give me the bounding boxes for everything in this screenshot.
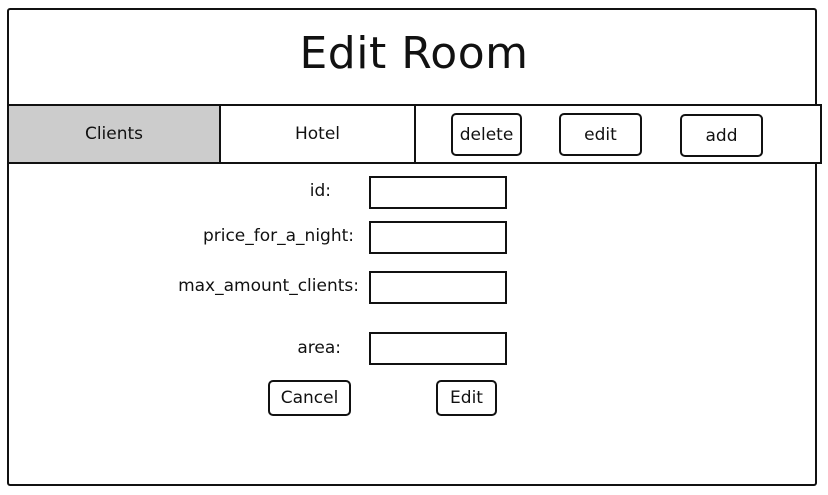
tab-clients-label: Clients: [84, 124, 144, 144]
delete-button-label: delete: [459, 124, 514, 145]
submit-edit-button[interactable]: Edit: [436, 380, 497, 416]
area-input[interactable]: [369, 332, 507, 365]
max-amount-clients-input[interactable]: [369, 271, 507, 304]
tab-hotel-label: Hotel: [294, 124, 341, 144]
delete-button[interactable]: delete: [451, 113, 522, 156]
page-title: Edit Room: [299, 28, 529, 79]
tab-clients[interactable]: Clients: [7, 104, 221, 164]
id-label: id:: [309, 181, 331, 201]
add-button-label: add: [705, 125, 738, 146]
price-label: price_for_a_night:: [202, 226, 354, 246]
edit-button-label: edit: [584, 124, 617, 145]
id-input[interactable]: [369, 176, 507, 209]
price-for-a-night-input[interactable]: [369, 221, 507, 254]
submit-edit-button-label: Edit: [450, 388, 483, 408]
cancel-button-label: Cancel: [280, 388, 339, 408]
add-button[interactable]: add: [680, 114, 763, 157]
area-label: area:: [297, 338, 341, 358]
tab-hotel[interactable]: Hotel: [219, 104, 416, 164]
edit-button[interactable]: edit: [559, 113, 642, 156]
cancel-button[interactable]: Cancel: [268, 380, 351, 416]
max-clients-label: max_amount_clients:: [178, 276, 359, 296]
